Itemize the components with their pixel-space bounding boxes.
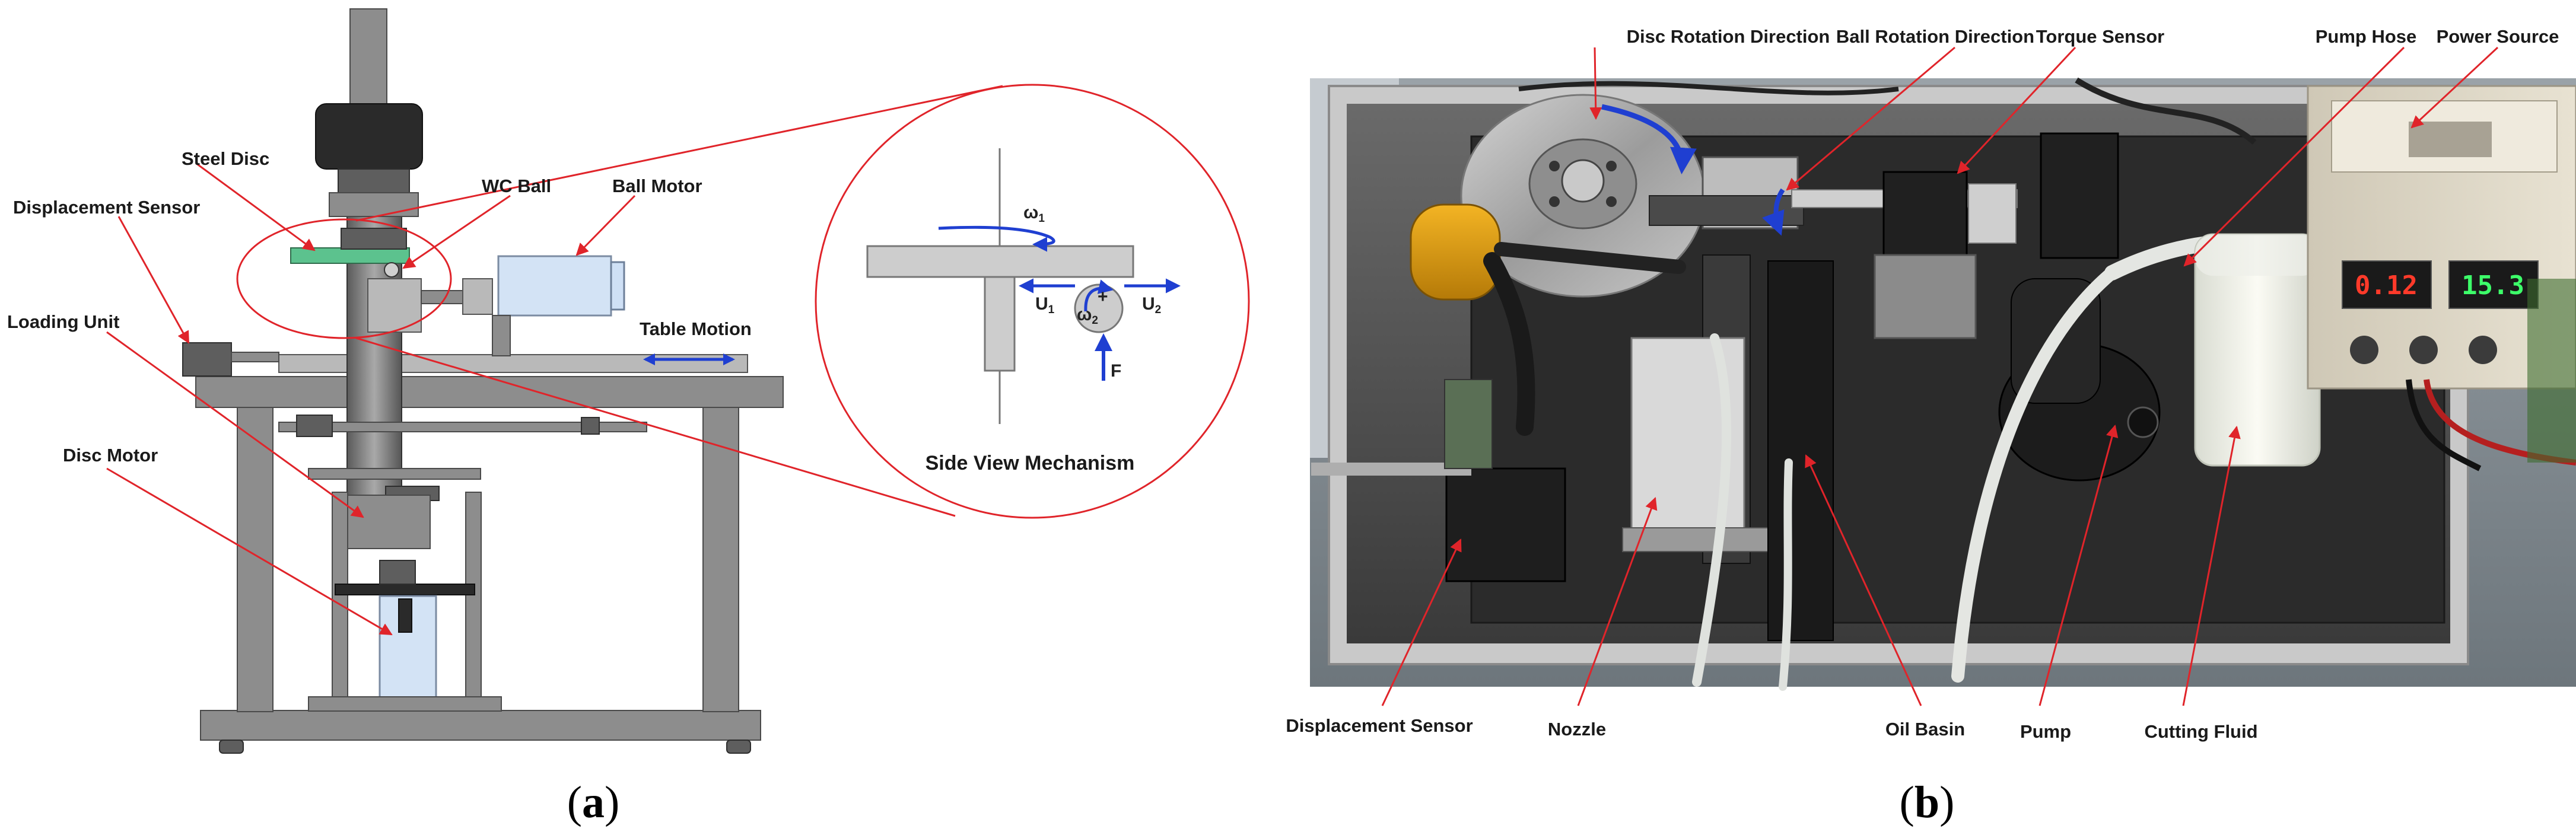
ball-rotation-leader bbox=[1786, 46, 1955, 191]
inset-pin bbox=[984, 276, 1016, 372]
ball-motor-leader bbox=[575, 195, 636, 256]
label-steel-disc: Steel Disc bbox=[182, 148, 269, 169]
caption-a: (a) bbox=[567, 777, 620, 827]
label-table-motion: Table Motion bbox=[640, 318, 752, 339]
label-displacement-sensor-a: Displacement Sensor bbox=[13, 197, 200, 218]
microscope-head bbox=[315, 103, 423, 170]
panel-a-labels: Steel Disc Displacement Sensor WC Ball B… bbox=[7, 148, 752, 466]
steel-disc-part bbox=[290, 247, 410, 264]
u1-symbol: U1 bbox=[1035, 294, 1055, 316]
panel-a-callouts bbox=[106, 85, 1003, 636]
torque-sensor-leader bbox=[1957, 46, 2076, 174]
displacement-sensor-leader bbox=[117, 216, 190, 344]
ball-motor-photo bbox=[2040, 132, 2119, 259]
label-cutting-fluid: Cutting Fluid bbox=[2144, 721, 2257, 742]
foot bbox=[219, 740, 244, 754]
label-pump: Pump bbox=[2020, 721, 2071, 742]
display-right-value: 15.3 bbox=[2461, 270, 2524, 301]
magnetic-holder bbox=[1410, 203, 1501, 301]
omega1-arrow bbox=[938, 225, 1055, 252]
display-left-value: 0.12 bbox=[2355, 270, 2418, 301]
u2-symbol: U2 bbox=[1142, 294, 1161, 316]
cutting-fluid-leader bbox=[2182, 425, 2241, 706]
displacement-sensor-photo bbox=[1445, 467, 1566, 582]
disc-motor-leader bbox=[106, 467, 393, 636]
main-table bbox=[195, 376, 784, 408]
label-ball-rotation: Ball Rotation Direction bbox=[1836, 26, 2034, 47]
label-power-source: Power Source bbox=[2437, 26, 2559, 47]
pump-hose-leader bbox=[2183, 46, 2405, 267]
experimental-setup-photo: 0.12 15.3 bbox=[1310, 77, 2576, 691]
disc-rotation-leader bbox=[1589, 47, 1602, 120]
label-displacement-sensor-b: Displacement Sensor bbox=[1286, 715, 1473, 736]
plus-symbol: + bbox=[1098, 287, 1108, 307]
tribometer-cad-drawing bbox=[182, 8, 784, 754]
label-loading-unit: Loading Unit bbox=[7, 311, 119, 332]
left-leg bbox=[237, 403, 273, 712]
label-disc-rotation: Disc Rotation Direction bbox=[1627, 26, 1830, 47]
base-plate bbox=[200, 710, 761, 741]
displacement-sensor-part bbox=[182, 342, 232, 377]
steel-disc-leader bbox=[195, 162, 316, 251]
force-symbol: F bbox=[1111, 361, 1121, 381]
displacement-sensor-leader-b bbox=[1381, 538, 1462, 706]
label-torque-sensor: Torque Sensor bbox=[2036, 26, 2164, 47]
disc-rotation-arrow bbox=[1601, 104, 1697, 174]
label-ball-motor: Ball Motor bbox=[612, 176, 702, 196]
side-view-inset: ω1 ω2 + U1 U2 F Side View Mechanism bbox=[815, 84, 1250, 519]
pump-leader bbox=[2038, 424, 2119, 706]
nozzle-leader bbox=[1577, 497, 1658, 706]
label-wc-ball: WC Ball bbox=[482, 176, 551, 196]
current-display bbox=[2448, 260, 2539, 309]
ball-motor-part bbox=[497, 255, 612, 317]
omega2-arrow bbox=[1084, 279, 1114, 312]
foot bbox=[726, 740, 751, 754]
microscope-tube bbox=[349, 8, 387, 116]
inset-circle bbox=[815, 84, 1250, 519]
wc-ball-leader bbox=[402, 195, 511, 269]
voltage-display bbox=[2342, 260, 2432, 309]
label-oil-basin: Oil Basin bbox=[1885, 719, 1965, 740]
label-disc-motor: Disc Motor bbox=[63, 445, 158, 466]
oil-basin-leader bbox=[1805, 454, 1922, 706]
omega2-symbol: ω2 bbox=[1077, 305, 1098, 327]
lower-shaft bbox=[278, 422, 647, 432]
power-source-leader bbox=[2410, 46, 2499, 129]
wc-ball-part bbox=[384, 262, 399, 278]
oil-basin-photo bbox=[1767, 260, 1834, 641]
loading-unit-leader bbox=[106, 331, 364, 518]
torque-sensor-photo bbox=[1882, 171, 1968, 256]
right-leg bbox=[702, 403, 739, 712]
zoom-ellipse bbox=[236, 218, 452, 339]
caption-b: (b) bbox=[1900, 777, 1955, 827]
zoom-line-top bbox=[355, 85, 1003, 222]
omega1-symbol: ω1 bbox=[1023, 203, 1045, 225]
inset-title: Side View Mechanism bbox=[926, 452, 1135, 474]
zoom-line-bottom bbox=[355, 337, 956, 517]
label-pump-hose: Pump Hose bbox=[2316, 26, 2417, 47]
label-nozzle: Nozzle bbox=[1548, 719, 1606, 740]
wc-ball-holder bbox=[367, 278, 422, 333]
ball-rotation-arrow bbox=[1762, 188, 1785, 236]
panel-b-callouts bbox=[1381, 46, 2499, 706]
panel-b-labels: Disc Rotation Direction Ball Rotation Di… bbox=[1286, 26, 2559, 742]
inset-disc bbox=[866, 245, 1134, 278]
